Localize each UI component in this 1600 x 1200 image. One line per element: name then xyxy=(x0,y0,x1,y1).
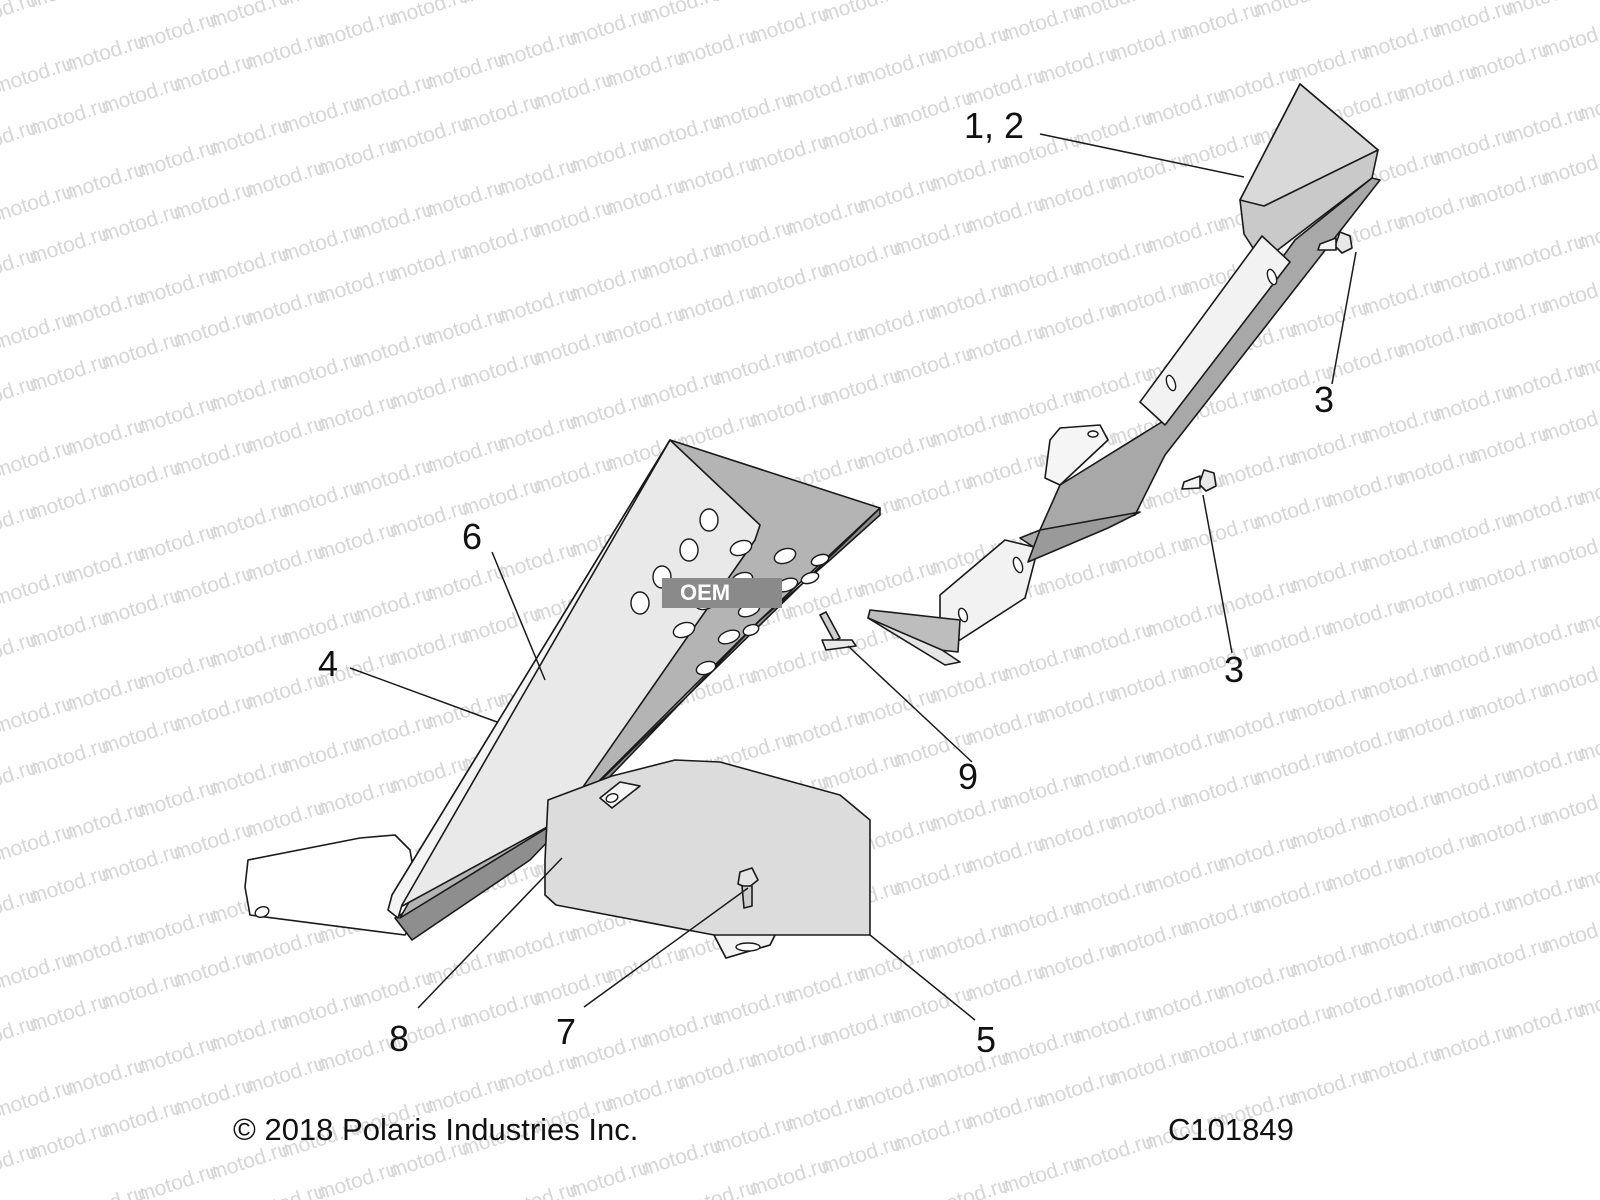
callouts: 1, 2 3 3 4 5 6 7 8 9 xyxy=(318,105,1334,1060)
screw-part-9 xyxy=(819,611,857,651)
callout-6: 6 xyxy=(462,516,482,557)
watermark-text: motod.ru xyxy=(1142,0,1228,3)
watermark-text: motod.ru xyxy=(1502,0,1588,21)
watermark-text: motod.ru xyxy=(1538,911,1600,958)
rivet-part-3-upper xyxy=(1317,231,1353,254)
figure-code: C101849 xyxy=(1168,1112,1294,1147)
callout-5: 5 xyxy=(976,1019,996,1060)
watermark-text: motod.ru xyxy=(1538,527,1600,574)
watermark-text: motod.ru xyxy=(1574,719,1600,766)
watermark-text: motod.ru xyxy=(26,0,112,13)
watermark-text: motod.ru xyxy=(386,0,472,31)
rivet-part-3-lower xyxy=(1181,469,1217,492)
watermark-text: motod.ru xyxy=(890,0,976,5)
watermark-text: motod.ru xyxy=(458,0,544,9)
callout-3-lower: 3 xyxy=(1224,649,1244,690)
watermark-text: motod.ru xyxy=(1538,15,1600,62)
watermark-text: motod.ru xyxy=(638,0,724,29)
oem-badge xyxy=(662,578,782,608)
watermark-text: motod.ru xyxy=(1322,0,1408,1)
watermark-text: motod.ru xyxy=(1574,79,1600,126)
watermark-text: motod.ru xyxy=(818,0,904,27)
callout-3-upper: 3 xyxy=(1314,379,1334,420)
bracket-part-1-2 xyxy=(867,83,1381,666)
watermark-text: motod.ru xyxy=(278,0,364,11)
callout-4: 4 xyxy=(318,643,338,684)
panel-part-4-6: OEM xyxy=(244,439,881,941)
watermark-text: motod.ru xyxy=(1538,399,1600,446)
watermark-text: motod.ru xyxy=(1574,591,1600,638)
callout-8: 8 xyxy=(389,1018,409,1059)
callout-9: 9 xyxy=(958,756,978,797)
watermark-text: motod.ru xyxy=(1574,335,1600,382)
watermark-text: motod.ru xyxy=(1574,207,1600,254)
watermark-text: motod.ru xyxy=(1574,463,1600,510)
watermark-text: motod.ru xyxy=(1430,0,1516,43)
watermark-text: motod.ru xyxy=(1574,975,1600,1022)
oem-badge-label: OEM xyxy=(680,580,730,605)
callout-1-2: 1, 2 xyxy=(964,105,1024,146)
watermark-text: motod.ru xyxy=(1538,143,1600,190)
leader-lines xyxy=(349,133,1357,1021)
callout-7: 7 xyxy=(556,1011,576,1052)
bolt-part-7 xyxy=(737,867,759,909)
watermark-text: motod.ru xyxy=(1538,783,1600,830)
watermark-text: motod.ru xyxy=(1574,847,1600,894)
copyright-notice: © 2018 Polaris Industries Inc. xyxy=(233,1112,638,1147)
watermark-text: motod.ru xyxy=(1538,271,1600,318)
watermark-text: motod.ru xyxy=(1250,0,1336,23)
watermark-text: motod.ru xyxy=(1070,0,1156,25)
watermark-text: motod.ru xyxy=(206,0,292,33)
watermark-text: motod.ru xyxy=(1538,655,1600,702)
watermark-text: motod.ru xyxy=(710,0,796,7)
